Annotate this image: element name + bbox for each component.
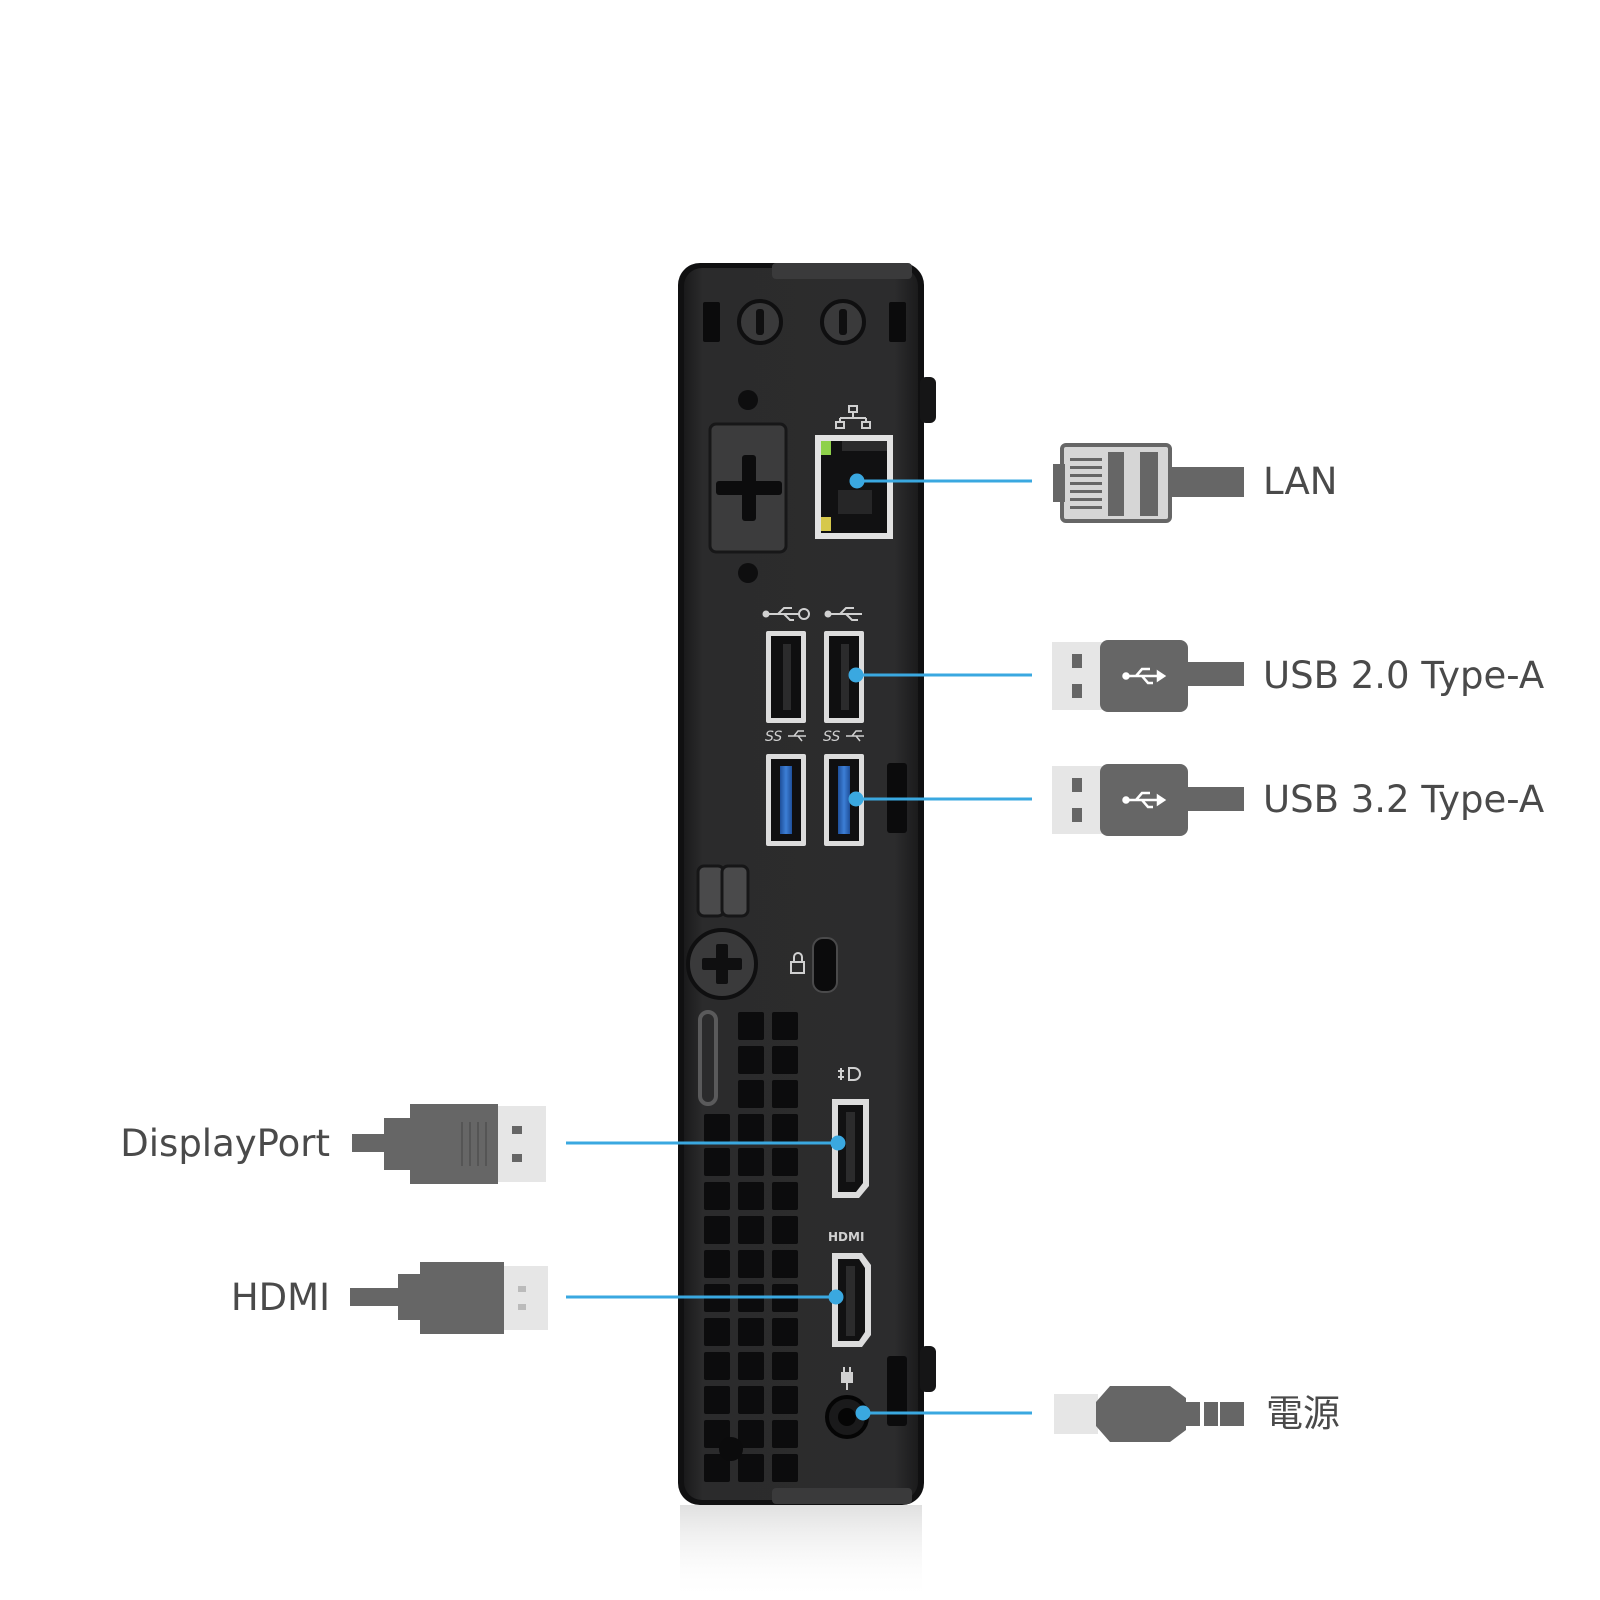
thumbscrew-right[interactable]	[820, 299, 866, 345]
displayport-label: DisplayPort	[120, 1122, 330, 1165]
vent-hole	[704, 1386, 730, 1414]
usb-icon	[1122, 667, 1167, 685]
network-icon	[835, 405, 871, 429]
usb-icon	[1122, 791, 1167, 809]
vent-hole	[772, 1114, 798, 1142]
hdmi-label: HDMI	[230, 1276, 330, 1319]
vent-hole	[738, 1386, 764, 1414]
usb-cable-icon	[1052, 640, 1244, 712]
vent-hole	[738, 1114, 764, 1142]
vent-hole	[772, 1250, 798, 1278]
corner-hole	[719, 1437, 743, 1461]
svg-text:SS: SS	[765, 729, 782, 745]
hdmi-marking: HDMI	[828, 1230, 864, 1244]
vent-hole	[738, 1148, 764, 1176]
vent-hole	[704, 1148, 730, 1176]
usb3-port-1[interactable]	[766, 754, 806, 846]
displayport-icon	[838, 1067, 861, 1081]
usb2-label: USB 2.0 Type-A	[1263, 654, 1545, 697]
lock-icon	[790, 952, 805, 974]
vent-hole	[772, 1386, 798, 1414]
vent-hole	[738, 1352, 764, 1380]
usb-icon	[762, 607, 810, 621]
vent-hole	[772, 1216, 798, 1244]
vent-hole	[738, 1080, 764, 1108]
chassis-screw	[686, 928, 758, 1000]
svg-text:SS: SS	[823, 729, 840, 745]
vent-hole	[738, 1318, 764, 1346]
vent-hole	[738, 1046, 764, 1074]
vent-hole	[738, 1420, 764, 1448]
expansion-cover	[708, 390, 788, 583]
vent-hole	[738, 1250, 764, 1278]
vent-hole	[704, 1454, 730, 1482]
vent-hole	[738, 1454, 764, 1482]
side-slot	[887, 1356, 907, 1426]
security-lock-slot[interactable]	[812, 937, 838, 993]
vent-hole	[772, 1012, 798, 1040]
floor-reflection	[680, 1505, 922, 1600]
vent-grid	[704, 1012, 798, 1482]
vent-hole	[704, 1216, 730, 1244]
vent-hole	[772, 1318, 798, 1346]
vent-hole	[704, 1250, 730, 1278]
usb-superspeed-icon: SS	[823, 729, 864, 745]
displayport-cable-icon	[352, 1104, 546, 1184]
power-label: 電源	[1266, 1392, 1340, 1435]
usb2-port-1[interactable]	[766, 631, 806, 723]
vent-hole	[704, 1114, 730, 1142]
vent-hole	[738, 1216, 764, 1244]
usb-icon	[824, 607, 862, 621]
thumbscrew-left[interactable]	[737, 299, 783, 345]
top-vents	[703, 302, 906, 342]
side-ridge	[698, 1010, 718, 1106]
vent-hole	[772, 1148, 798, 1176]
power-icon	[841, 1367, 853, 1390]
lan-cable-icon	[1053, 443, 1244, 523]
usb-superspeed-icon: SS	[765, 729, 806, 745]
hdmi-cable-icon	[350, 1262, 548, 1334]
usb3-label: USB 3.2 Type-A	[1263, 778, 1545, 821]
vent-hole	[704, 1182, 730, 1210]
hdmi-port[interactable]	[832, 1253, 871, 1347]
vent-hole	[772, 1080, 798, 1108]
vent-hole	[772, 1420, 798, 1448]
callout-lines	[566, 473, 1032, 1421]
usb-cable-icon	[1052, 764, 1244, 836]
vent-hole	[738, 1182, 764, 1210]
usb3-port-2[interactable]	[824, 754, 864, 846]
vent-hole	[704, 1318, 730, 1346]
power-cable-icon	[1054, 1386, 1244, 1442]
vent-hole	[704, 1352, 730, 1380]
cable-clip	[696, 864, 750, 918]
vent-hole	[772, 1046, 798, 1074]
vent-hole	[772, 1352, 798, 1380]
vent-hole	[772, 1454, 798, 1482]
vent-hole	[738, 1012, 764, 1040]
vent-hole	[772, 1182, 798, 1210]
displayport-port[interactable]	[832, 1099, 869, 1198]
lan-label: LAN	[1263, 460, 1338, 503]
